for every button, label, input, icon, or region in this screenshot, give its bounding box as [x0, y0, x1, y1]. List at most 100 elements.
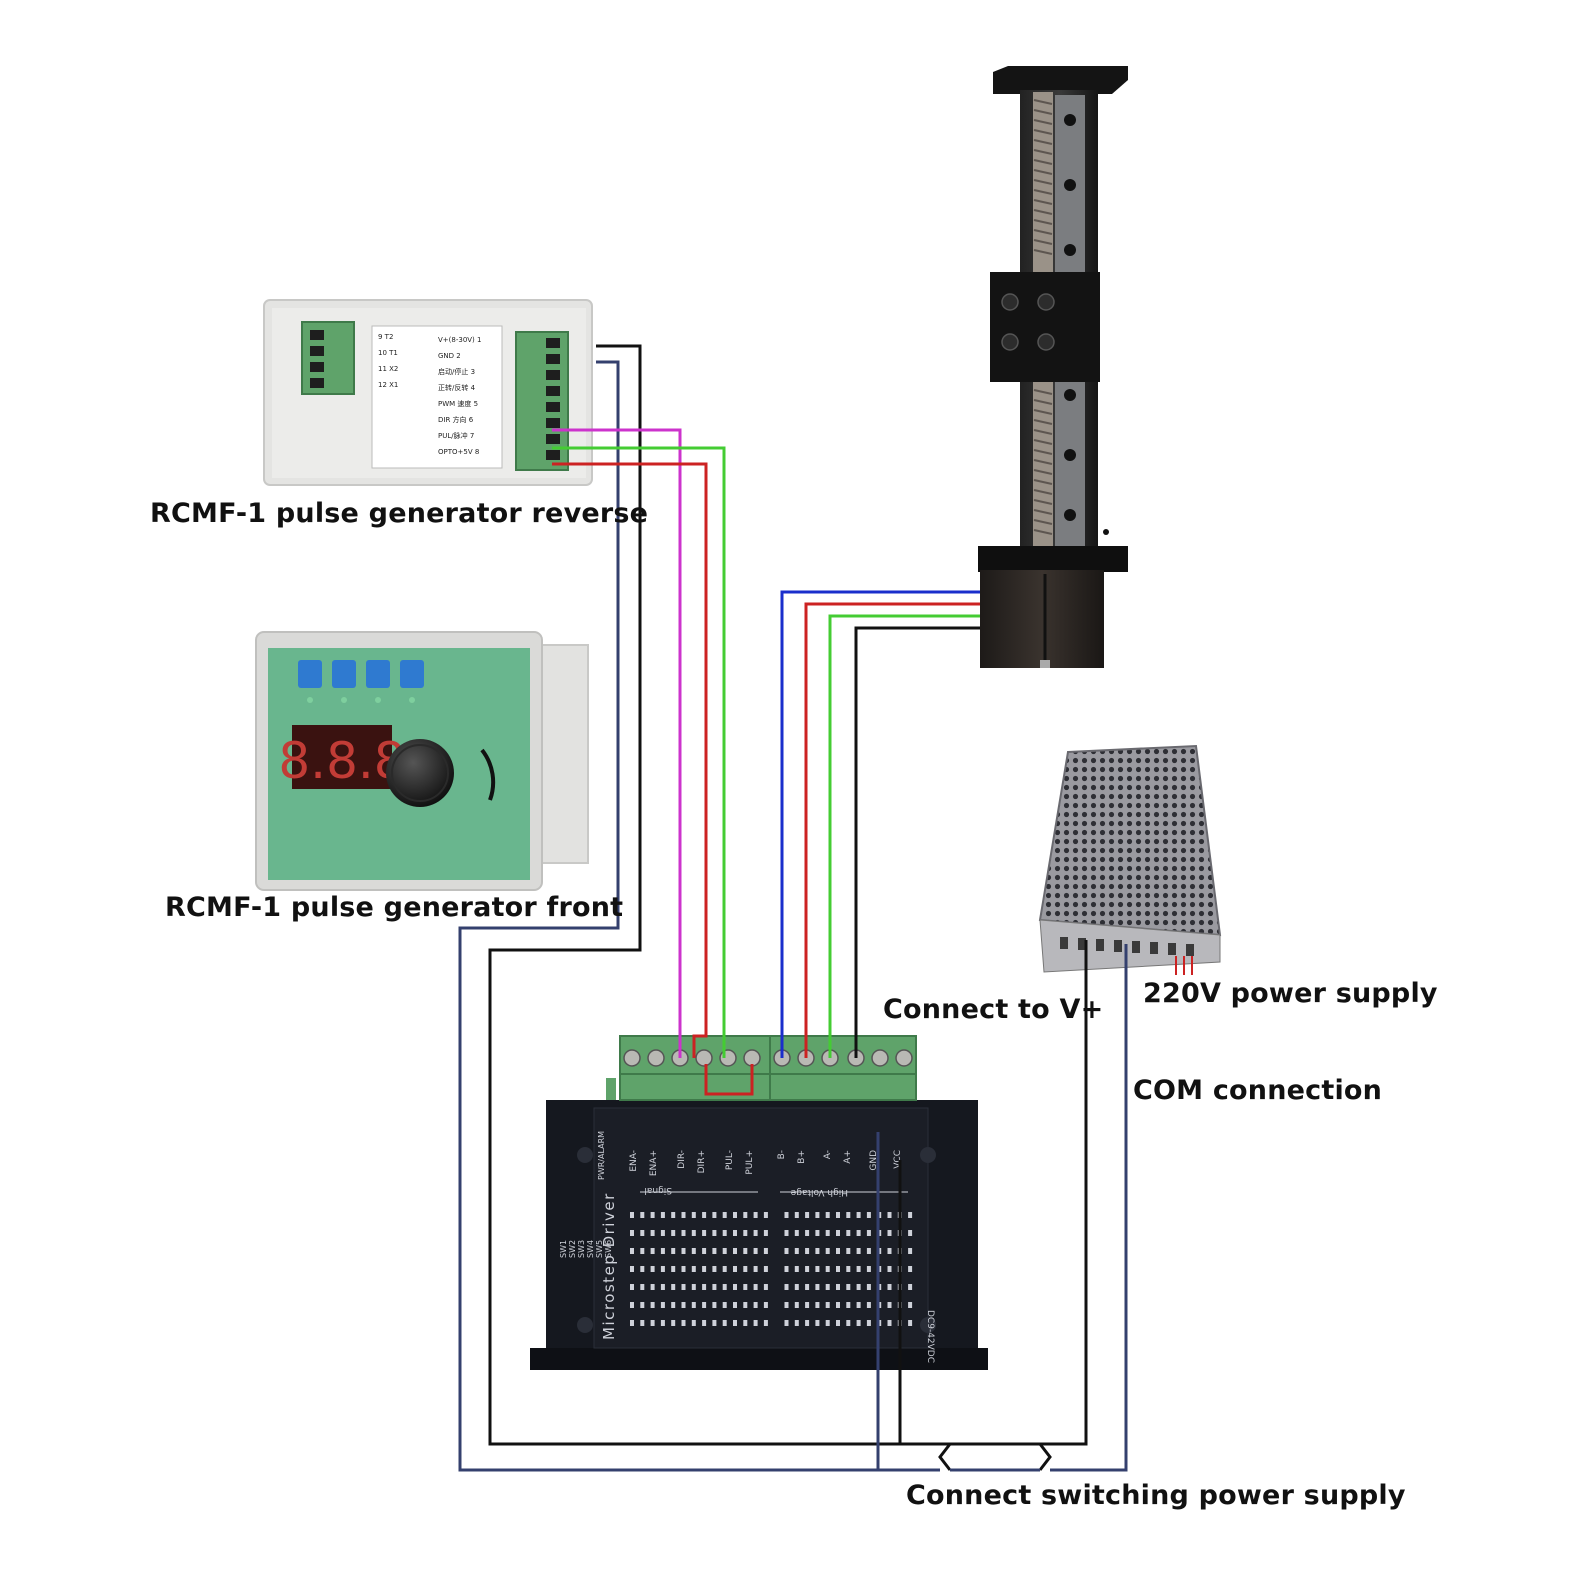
dip-table-cell — [650, 1302, 655, 1308]
dip-table-cell — [825, 1320, 830, 1326]
wire-bridge — [900, 1442, 954, 1471]
dip-table-cell — [691, 1320, 696, 1326]
dip-table-cell — [671, 1320, 676, 1326]
dip-table-cell — [722, 1284, 727, 1290]
driver-pin-label: B- — [777, 1150, 787, 1159]
dip-table-cell — [722, 1266, 727, 1272]
dip-table-cell — [733, 1212, 737, 1218]
dip-table-cell — [887, 1212, 892, 1218]
dip-table-cell — [794, 1320, 799, 1326]
dip-table-cell — [681, 1320, 686, 1326]
dip-table-cell — [908, 1266, 913, 1272]
seven-segment-display: 8.8.8 — [278, 732, 405, 790]
dip-table-cell — [866, 1320, 871, 1326]
dip-table-cell — [753, 1320, 758, 1326]
dip-table-cell — [660, 1266, 665, 1272]
dip-table-cell — [691, 1248, 696, 1254]
dip-table-cell — [671, 1284, 676, 1290]
left-terminal-label: 10 T1 — [378, 349, 398, 357]
dip-table-cell — [630, 1212, 634, 1218]
dip-table-cell — [794, 1302, 799, 1308]
driver-pin-label: PUL- — [725, 1150, 735, 1170]
dip-table-cell — [712, 1212, 717, 1218]
dip-table-cell — [805, 1320, 810, 1326]
driver-group-signal: Signal — [644, 1185, 672, 1195]
dip-table-cell — [712, 1284, 717, 1290]
driver-pin-label: DIR+ — [697, 1150, 707, 1173]
dip-table-cell — [763, 1320, 768, 1326]
dip-table-cell — [815, 1320, 820, 1326]
dip-table-cell — [805, 1212, 810, 1218]
dip-table-cell — [794, 1266, 799, 1272]
dip-table-cell — [660, 1212, 665, 1218]
dip-table-cell — [846, 1248, 851, 1254]
dip-table-cell — [630, 1284, 634, 1290]
terminal-screw — [895, 1049, 913, 1067]
dip-table-cell — [640, 1230, 645, 1236]
driver-pin-label: DIR- — [677, 1150, 687, 1169]
dip-table-cell — [671, 1230, 676, 1236]
dip-table-cell — [784, 1320, 789, 1326]
dip-table-cell — [630, 1266, 634, 1272]
dip-table-cell — [691, 1284, 696, 1290]
dip-table-cell — [691, 1302, 696, 1308]
dip-switch-label: SW3 — [577, 1240, 586, 1258]
dip-table-cell — [887, 1230, 892, 1236]
dip-table-cell — [825, 1230, 830, 1236]
dip-table-cell — [733, 1320, 737, 1326]
terminal-screw — [647, 1049, 665, 1067]
dip-table-cell — [702, 1230, 707, 1236]
dip-table-cell — [702, 1302, 707, 1308]
driver-pin-label: A- — [823, 1150, 833, 1159]
dip-table-cell — [681, 1284, 686, 1290]
dip-table-cell — [836, 1212, 840, 1218]
dip-table-cell — [640, 1266, 645, 1272]
terminal-screw — [695, 1049, 713, 1067]
dip-table-cell — [712, 1266, 717, 1272]
label-connect-vplus: Connect to V+ — [883, 994, 1104, 1025]
dip-table-cell — [908, 1284, 913, 1290]
dip-table-cell — [660, 1284, 665, 1290]
driver-pin-label: ENA- — [629, 1150, 639, 1172]
dip-table-cell — [630, 1248, 634, 1254]
left-terminal-label: 9 T2 — [378, 333, 393, 341]
wire-motor-blue — [780, 590, 980, 1058]
dip-switch-label: SW5 — [595, 1240, 604, 1258]
dip-table-cell — [763, 1230, 768, 1236]
driver-terminal-block — [606, 1035, 917, 1101]
dip-table-cell — [722, 1230, 727, 1236]
wire-reverse-gnd-navy — [458, 360, 878, 1472]
dip-table-cell — [805, 1266, 810, 1272]
dip-table-cell — [733, 1248, 737, 1254]
dip-table-cell — [846, 1284, 851, 1290]
dip-table-cell — [846, 1320, 851, 1326]
dip-table-cell — [815, 1302, 820, 1308]
wires — [458, 344, 1128, 1472]
dip-table-cell — [887, 1320, 892, 1326]
dip-table-cell — [908, 1302, 913, 1308]
dip-table-cell — [846, 1266, 851, 1272]
dip-table-cell — [805, 1284, 810, 1290]
left-terminal-label: 12 X1 — [378, 381, 398, 389]
dip-table-cell — [743, 1230, 748, 1236]
right-terminal-label: DIR 方向 6 — [438, 415, 474, 424]
dip-table-cell — [733, 1284, 737, 1290]
dip-table-cell — [856, 1212, 861, 1218]
right-terminal-label: 启动/停止 3 — [438, 367, 475, 376]
driver-dip-table — [630, 1212, 913, 1326]
dip-table-cell — [825, 1248, 830, 1254]
right-terminal-label: 正转/反转 4 — [438, 383, 476, 392]
dip-table-cell — [660, 1230, 665, 1236]
dip-table-cell — [908, 1320, 913, 1326]
dip-table-cell — [753, 1302, 758, 1308]
dip-table-cell — [630, 1320, 634, 1326]
label-com: COM connection — [1133, 1075, 1383, 1106]
dip-table-cell — [825, 1284, 830, 1290]
dip-table-cell — [763, 1212, 768, 1218]
label-pulse-front: RCMF-1 pulse generator front — [165, 892, 624, 923]
dip-table-cell — [866, 1248, 871, 1254]
dip-table-cell — [815, 1248, 820, 1254]
dip-table-cell — [640, 1284, 645, 1290]
